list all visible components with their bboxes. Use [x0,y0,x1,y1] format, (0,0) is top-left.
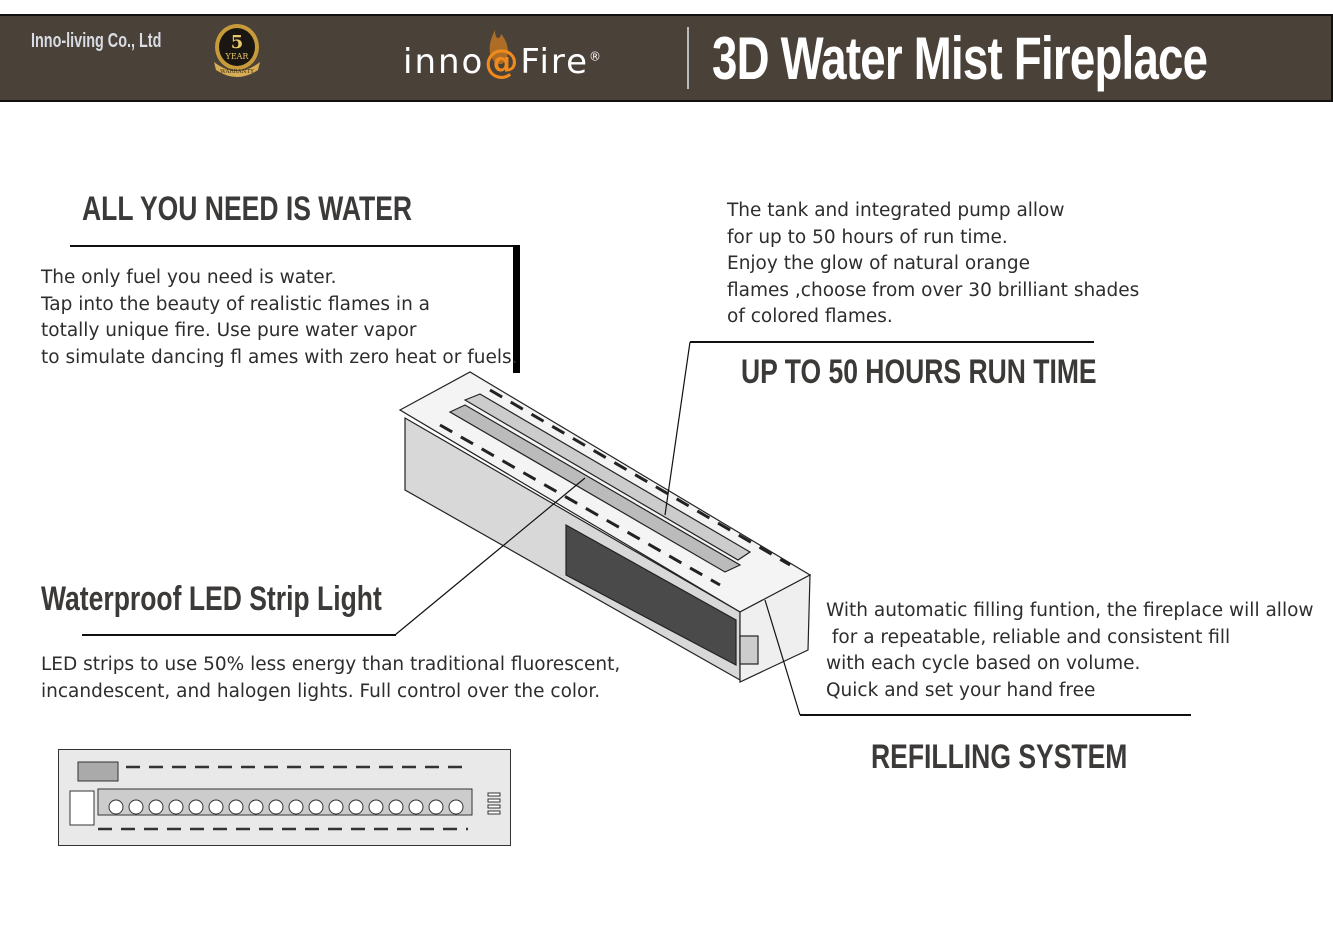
heading-runtime: UP TO 50 HOURS RUN TIME [741,353,1097,391]
led-icon [328,799,344,815]
divider-led [82,634,396,636]
control-panel-icon [77,761,119,782]
divider-refill [800,714,1191,716]
led-icon [348,799,364,815]
led-icon [288,799,304,815]
led-icon [168,799,184,815]
warranty-badge-icon: 5 YEAR WARRANTY [214,24,260,77]
runtime-text: The tank and integrated pump allow for u… [727,198,1139,331]
heading-refill: REFILLING SYSTEM [871,738,1128,776]
led-icon [188,799,204,815]
led-icon [368,799,384,815]
led-icon [228,799,244,815]
header-divider [687,27,689,89]
text-line: with each cycle based on volume. [826,653,1141,675]
led-icon [248,799,264,815]
led-icon [268,799,284,815]
warranty-text: WARRANTY [220,69,254,75]
text-line: LED strips to use 50% less energy than t… [41,654,621,675]
led-panel-top-view [58,749,511,846]
text-line: to simulate dancing fl ames with zero he… [41,346,518,368]
water-text: The only fuel you need is water. Tap int… [41,265,518,371]
company-name: Inno-living Co., Ltd [31,30,162,52]
logo-registered: ® [589,49,604,64]
text-line: The only fuel you need is water. [41,267,337,288]
text-line: of colored flames. [727,306,893,328]
led-icon [308,799,324,815]
led-icon [108,799,124,815]
text-line: Tap into the beauty of realistic flames … [41,293,431,315]
heading-water: ALL YOU NEED IS WATER [82,190,413,228]
led-icon [448,799,464,815]
logo-flame-at: @ [484,30,521,82]
logo-at: @ [484,42,521,82]
warranty-number: 5 [231,32,244,53]
warranty-year: YEAR [225,52,250,61]
text-line: flames ,choose from over 30 brilliant sh… [727,279,1140,301]
leader-bar [513,245,520,373]
innofire-logo: inno@Fire® [403,30,604,82]
text-line: Quick and set your hand free [826,679,1096,701]
logo-left: inno [403,42,485,82]
text-line: totally unique fire. Use pure water vapo… [41,320,417,342]
led-icon [408,799,424,815]
heading-led: Waterproof LED Strip Light [41,580,382,618]
page-title: 3D Water Mist Fireplace [712,25,1208,92]
text-line: for a repeatable, reliable and consisten… [826,626,1231,648]
divider-water [70,245,518,247]
text-line: incandescent, and halogen lights. Full c… [41,680,601,702]
divider-runtime [690,341,1094,343]
led-icon [428,799,444,815]
refill-text: With automatic filling funtion, the fire… [826,598,1314,704]
text-line: With automatic filling funtion, the fire… [826,600,1314,621]
led-icon [128,799,144,815]
led-icon [208,799,224,815]
led-icon [388,799,404,815]
text-line: for up to 50 hours of run time. [727,226,1008,248]
logo-right: Fire [520,42,590,82]
led-text: LED strips to use 50% less energy than t… [41,652,620,705]
text-line: The tank and integrated pump allow [727,200,1065,221]
led-icon [148,799,164,815]
text-line: Enjoy the glow of natural orange [727,253,1030,275]
